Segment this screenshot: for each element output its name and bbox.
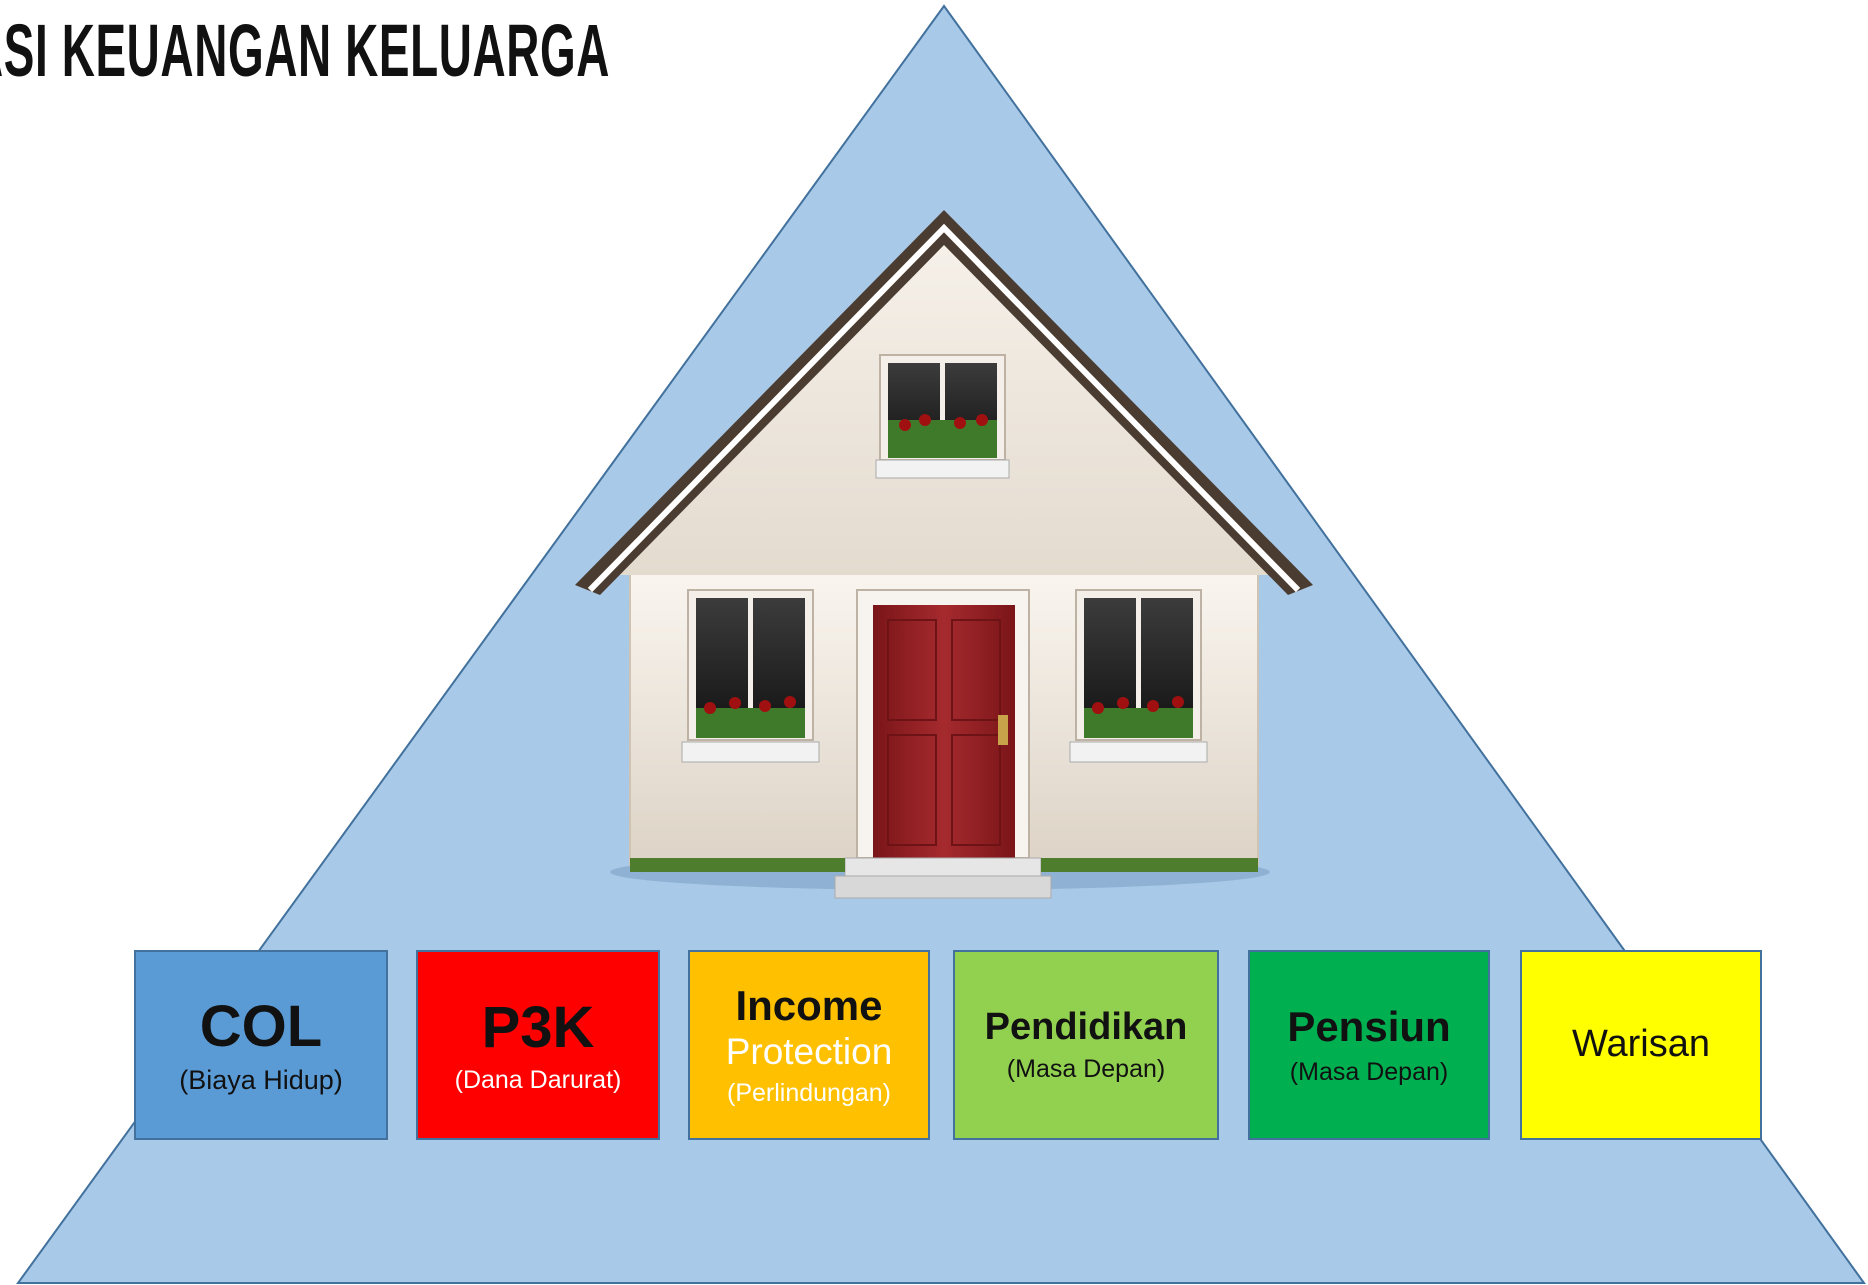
- house-icon: [575, 210, 1313, 899]
- pillar-warisan: Warisan: [1520, 950, 1762, 1140]
- pillar-col-label: COL: [199, 994, 323, 1060]
- pillar-income-label: Income: [735, 982, 883, 1030]
- pillar-income-label2: Protection: [725, 1030, 893, 1072]
- pillar-p3k-label: P3K: [481, 995, 595, 1061]
- pillar-pendidikan: Pendidikan (Masa Depan): [953, 950, 1219, 1140]
- page-title: ASI KEUANGAN KELUARGA: [0, 9, 611, 92]
- pillar-pensiun-sub: (Masa Depan): [1289, 1057, 1449, 1086]
- pillar-pensiun-label: Pensiun: [1287, 1003, 1451, 1051]
- pillar-col-sub: (Biaya Hidup): [179, 1064, 343, 1095]
- pillar-p3k-sub: (Dana Darurat): [454, 1065, 622, 1094]
- pillar-pendidikan-sub: (Masa Depan): [1006, 1055, 1166, 1084]
- pillar-income-sub: (Perlindungan): [727, 1079, 891, 1108]
- pillar-col: COL (Biaya Hidup): [134, 950, 388, 1140]
- pillar-warisan-label: Warisan: [1572, 1023, 1710, 1066]
- pillar-income-protection: Income Protection (Perlindungan): [688, 950, 930, 1140]
- pillar-pendidikan-label: Pendidikan: [984, 1005, 1188, 1048]
- pillar-pensiun: Pensiun (Masa Depan): [1248, 950, 1490, 1140]
- pillar-p3k: P3K (Dana Darurat): [416, 950, 660, 1140]
